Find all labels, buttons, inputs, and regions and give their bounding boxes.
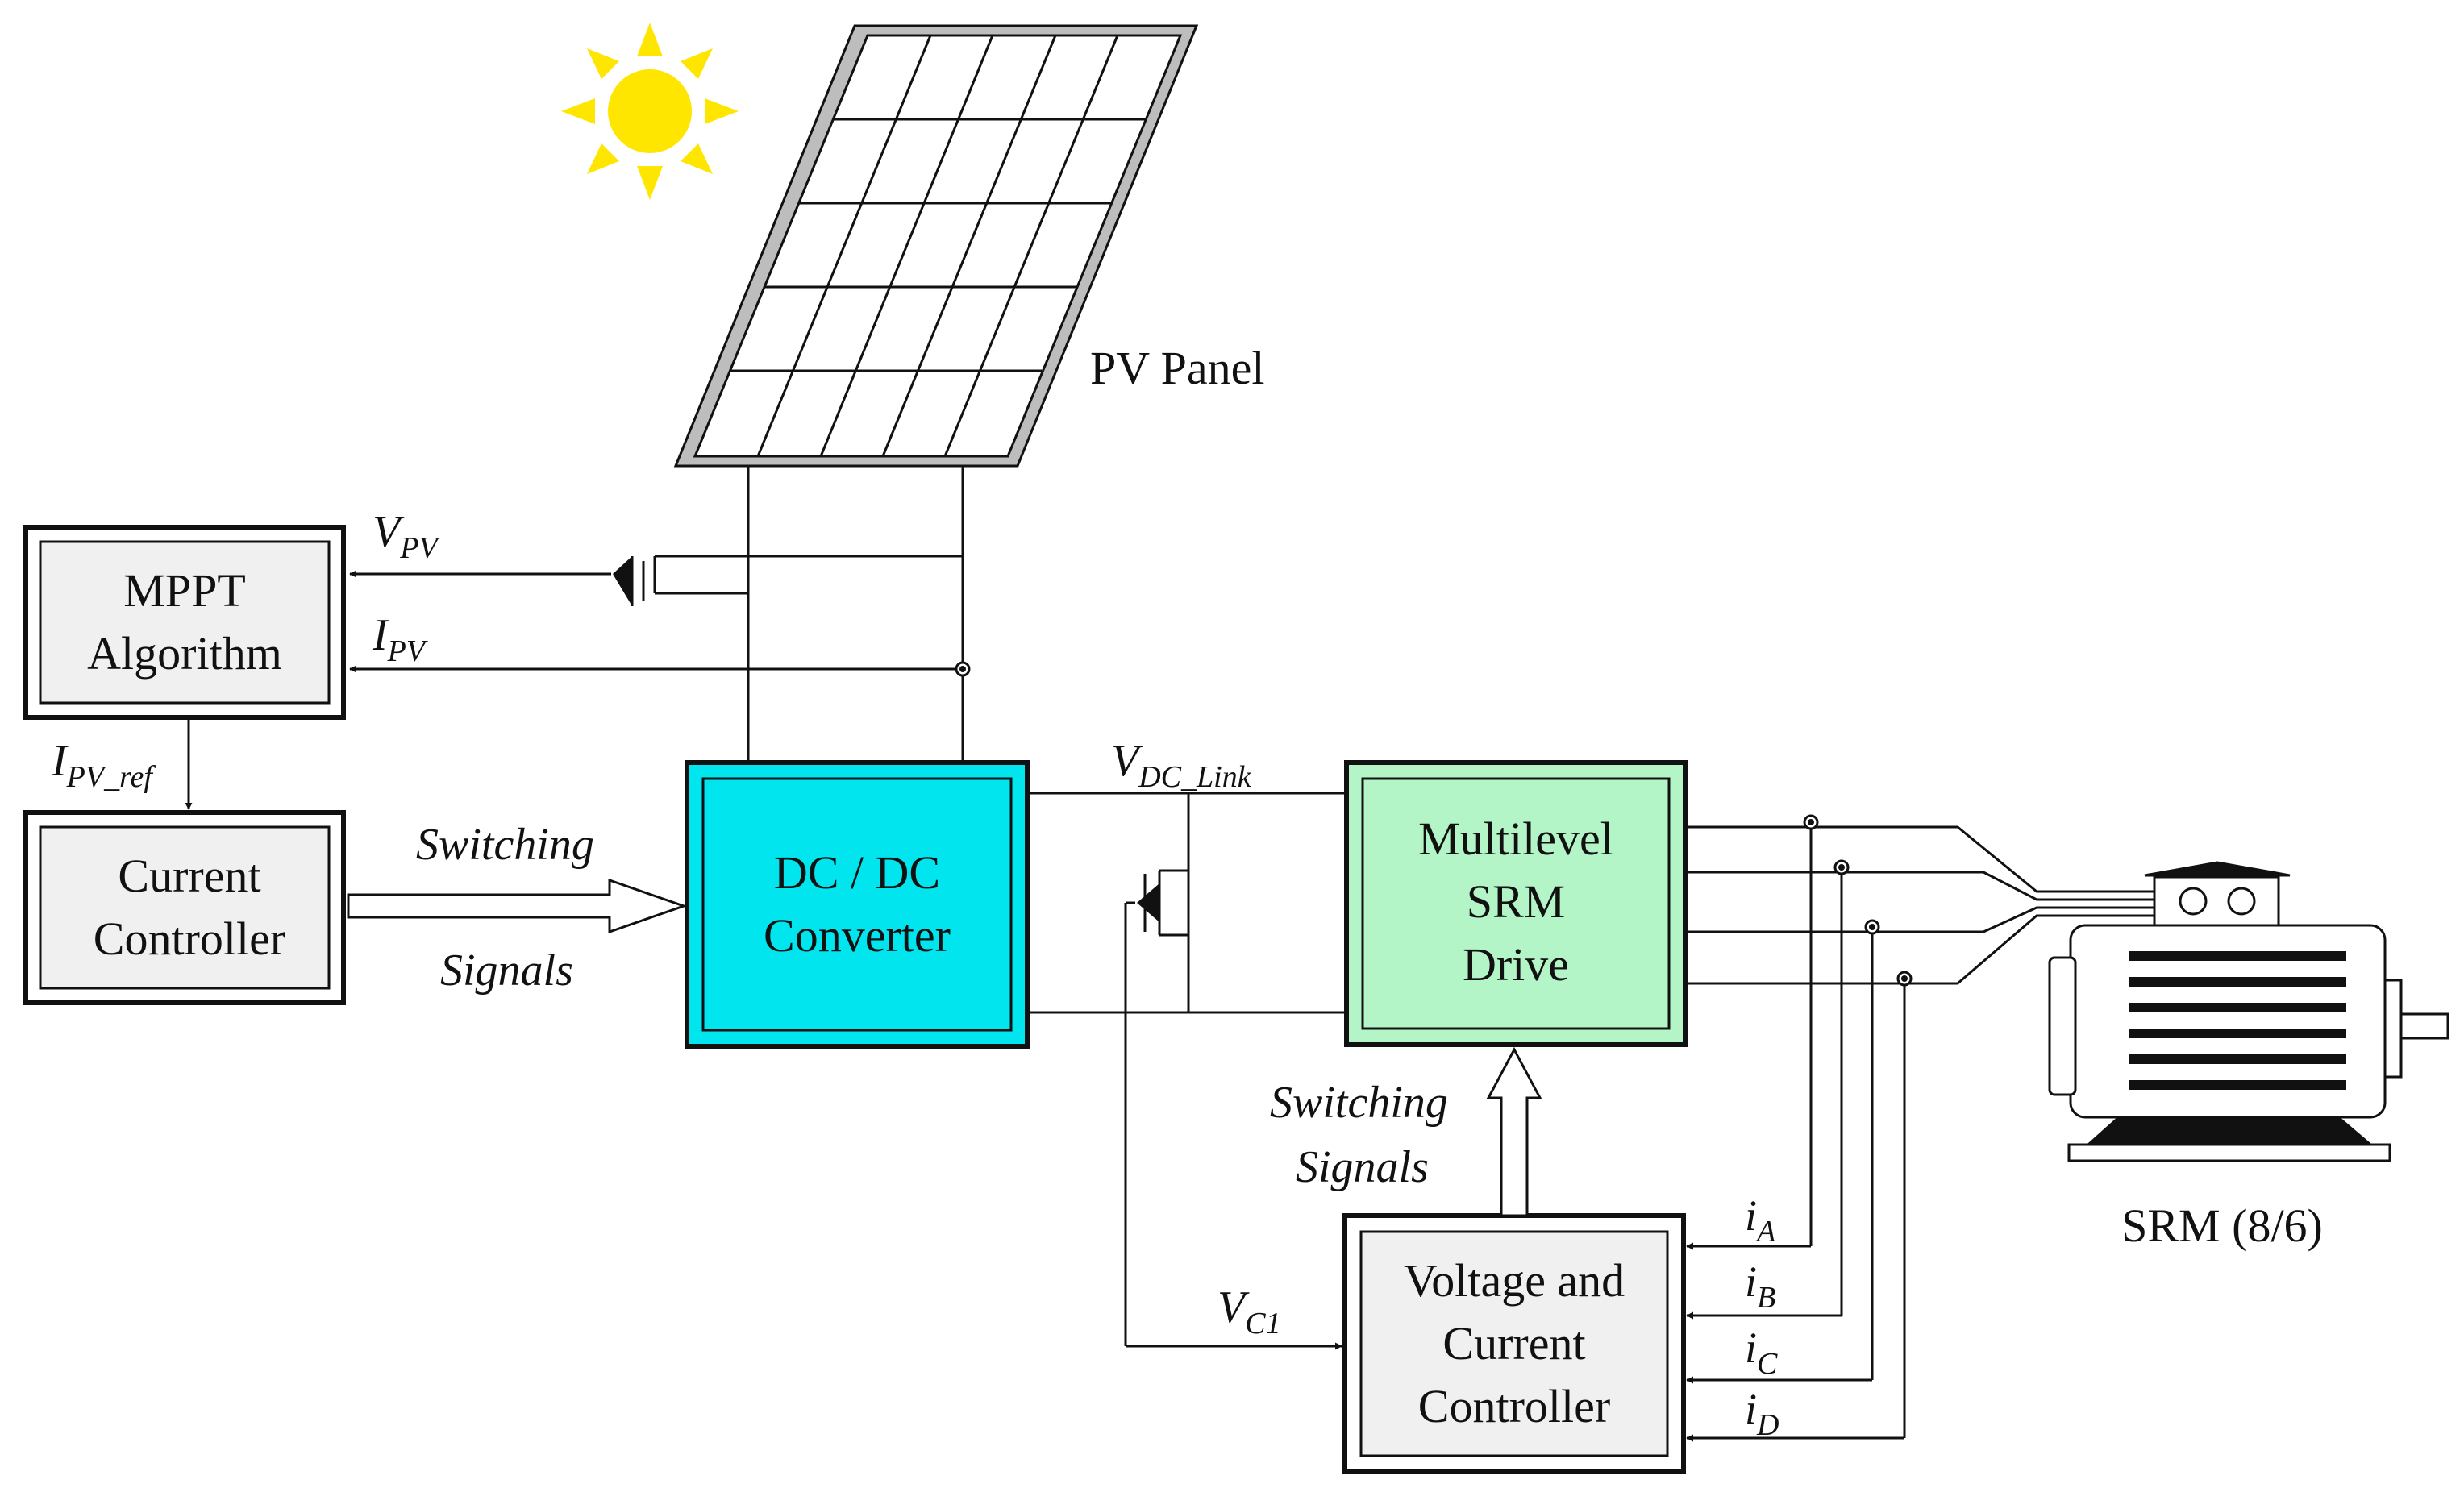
ic-label: iC bbox=[1745, 1324, 1778, 1381]
dcdc-converter-block bbox=[685, 760, 1030, 1049]
current-controller-label-2: Controller bbox=[94, 912, 285, 965]
sun-icon bbox=[561, 23, 739, 200]
switching-label-left: Switching bbox=[416, 820, 594, 870]
srm-drive-label-1: Multilevel bbox=[1418, 813, 1613, 865]
vcc-label-2: Current bbox=[1442, 1317, 1585, 1370]
vcc-label-1: Voltage and bbox=[1404, 1254, 1625, 1307]
vpv-sensor-icon bbox=[613, 556, 632, 606]
mppt-label-2: Algorithm bbox=[87, 627, 282, 680]
ib-label: iB bbox=[1745, 1257, 1775, 1315]
id-label: iD bbox=[1745, 1385, 1779, 1442]
signals-label-right: Signals bbox=[1296, 1142, 1429, 1192]
mppt-label-1: MPPT bbox=[123, 564, 246, 617]
ipv-ref-label: IPV_ref bbox=[51, 736, 156, 794]
vc1-label: VC1 bbox=[1217, 1282, 1281, 1340]
switching-signals-arrow-left bbox=[347, 878, 688, 934]
srm-drive-label-2: SRM bbox=[1467, 875, 1566, 928]
vpv-wiring bbox=[631, 555, 963, 606]
dcdc-label-1: DC / DC bbox=[774, 846, 940, 899]
pv-leads bbox=[747, 466, 964, 763]
switching-signals-arrow-up bbox=[1486, 1046, 1542, 1217]
signals-label-left: Signals bbox=[440, 946, 573, 995]
current-controller-label-1: Current bbox=[118, 850, 260, 902]
current-controller-block bbox=[23, 810, 346, 1005]
mppt-block bbox=[23, 525, 346, 720]
dc-link-wiring bbox=[1027, 792, 1346, 1014]
vdc-link-label: VDC_Link bbox=[1111, 736, 1252, 794]
vcc-label-3: Controller bbox=[1418, 1380, 1610, 1432]
voltage-current-controller-block bbox=[1342, 1213, 1686, 1474]
pv-panel bbox=[673, 24, 1199, 468]
vpv-label: VPV bbox=[373, 507, 440, 565]
phase-wiring bbox=[1685, 825, 2161, 985]
phase-current-sensing bbox=[1809, 822, 1906, 1438]
srm-motor-icon bbox=[2048, 861, 2449, 1162]
vc1-sensor-icon bbox=[1137, 883, 1159, 922]
dcdc-label-2: Converter bbox=[764, 909, 951, 962]
srm-drive-block bbox=[1344, 760, 1688, 1047]
srm-drive-label-3: Drive bbox=[1463, 938, 1569, 991]
ipv-label: IPV bbox=[372, 610, 428, 668]
pv-panel-label: PV Panel bbox=[1090, 342, 1264, 394]
ia-label: iA bbox=[1745, 1191, 1776, 1249]
srm-motor-label: SRM (8/6) bbox=[2121, 1199, 2323, 1252]
switching-label-right: Switching bbox=[1270, 1078, 1448, 1128]
phase-sensor-dots bbox=[1803, 814, 1913, 987]
